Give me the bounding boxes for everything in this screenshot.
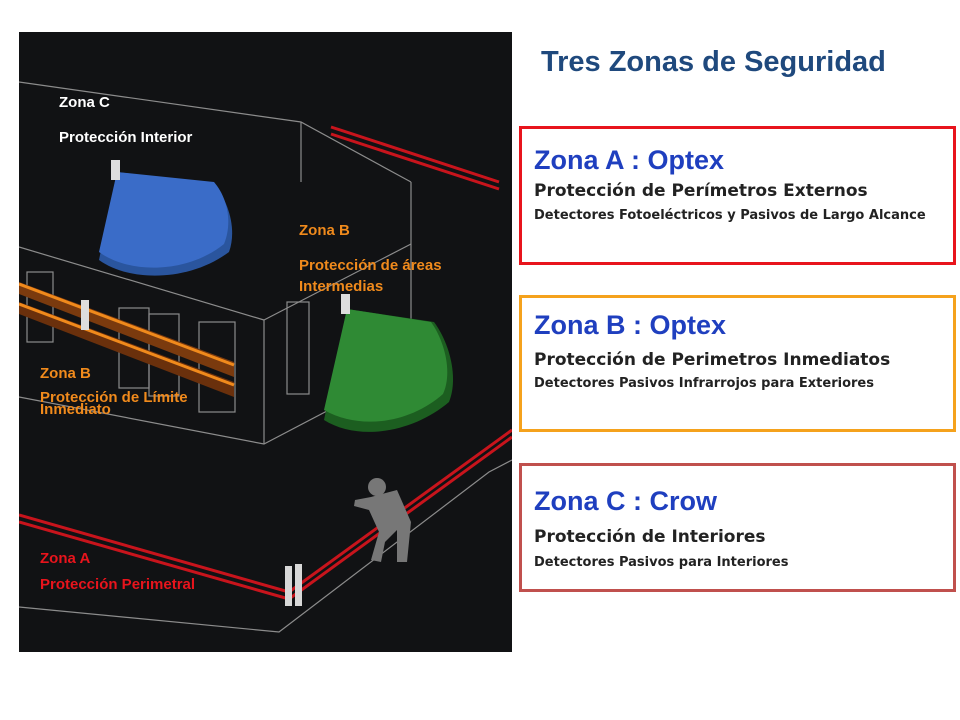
zone-a-heading: Zona A : Optex — [534, 145, 725, 175]
zone-a-card: Zona A : Optex Protección de Perímetros … — [519, 126, 956, 265]
zone-c-card: Zona C : Crow Protección de Interiores D… — [519, 463, 956, 592]
zone-b-card: Zona B : Optex Protección de Perimetros … — [519, 295, 956, 432]
limit-beams — [19, 282, 235, 397]
zone-a-subtitle: Protección de Perímetros Externos — [534, 181, 868, 201]
zone-c-detail: Detectores Pasivos para Interiores — [534, 555, 789, 570]
zone-c-description: Protección Interior — [59, 129, 193, 146]
zone-c-subtitle: Protección de Interiores — [534, 527, 766, 547]
zone-c-heading: Zona C : Crow — [534, 486, 717, 516]
zone-a-detail: Detectores Fotoeléctricos y Pasivos de L… — [534, 208, 926, 223]
zone-b-mid-description: Protección de áreas — [299, 257, 442, 274]
zone-a-label: Zona A — [40, 550, 91, 567]
intermediate-detection-zone — [324, 294, 454, 432]
zone-b-subtitle: Protección de Perimetros Inmediatos — [534, 350, 891, 370]
zone-b-mid-description-2: Intermedias — [299, 278, 384, 295]
zone-b-heading: Zona B : Optex — [534, 310, 727, 340]
zone-b-limit-label: Zona B — [40, 365, 91, 382]
interior-detection-zone — [99, 160, 233, 276]
security-zones-illustration: Zona C Protección Interior Zona B Protec… — [19, 32, 512, 652]
page-title: Tres Zonas de Seguridad — [541, 46, 886, 78]
intruder-figure — [354, 478, 411, 562]
perimeter-posts — [285, 564, 302, 606]
zone-b-detail: Detectores Pasivos Infrarrojos para Exte… — [534, 376, 874, 391]
zone-b-limit-description: Protección de Límite — [40, 389, 188, 406]
zone-c-label: Zona C — [59, 94, 110, 111]
zone-a-description: Protección Perimetral — [40, 576, 196, 593]
zone-b-limit-description-2: Inmediato — [40, 401, 111, 418]
zone-b-mid-label: Zona B — [299, 222, 350, 239]
building-diagram — [19, 81, 512, 633]
